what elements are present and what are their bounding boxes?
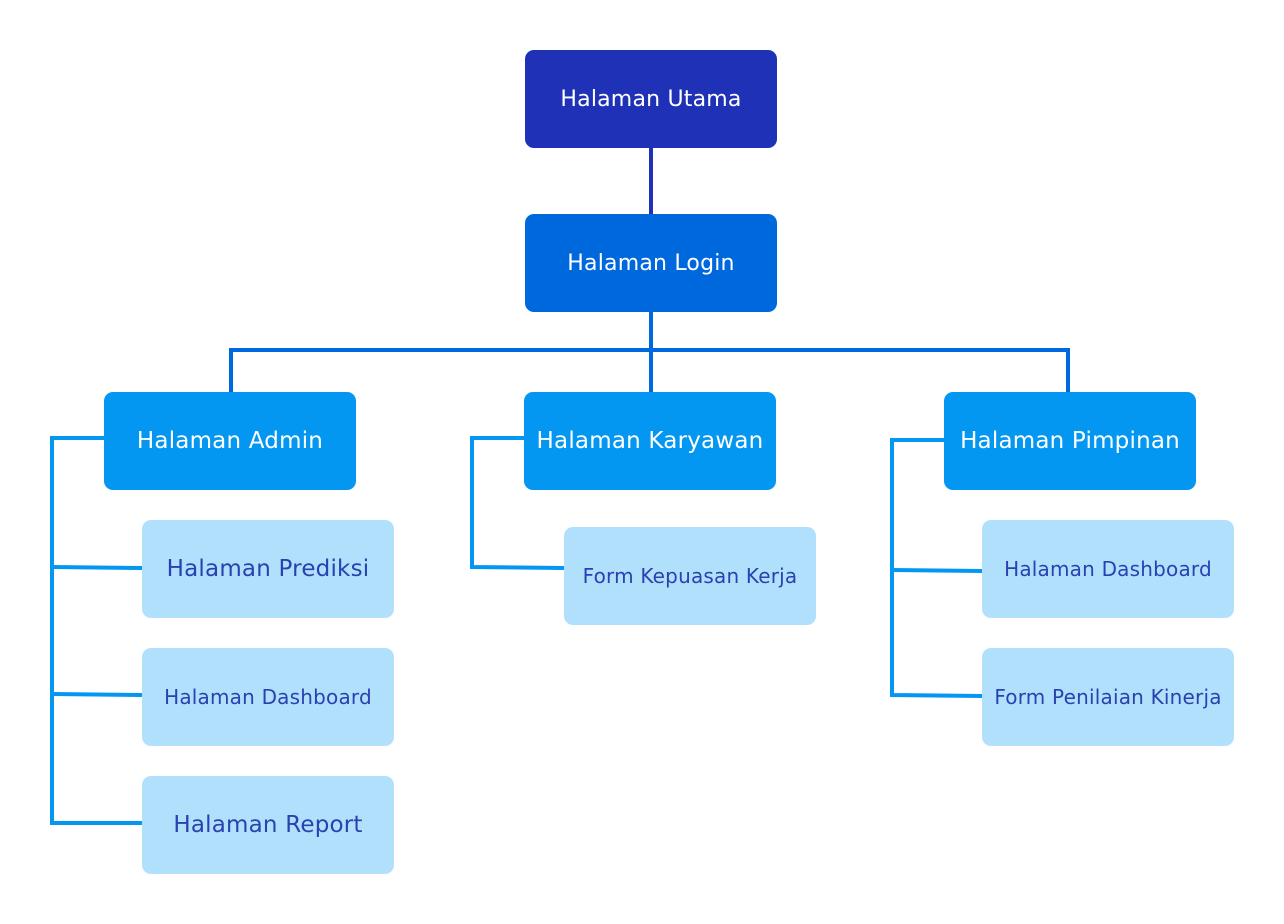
connector-admin-branch (50, 436, 142, 825)
node-karyawan-form-kepuasan: Form Kepuasan Kerja (564, 527, 816, 625)
connector-admin-dashboard (51, 692, 143, 697)
node-admin-prediksi: Halaman Prediksi (142, 520, 394, 618)
connector-pimpinan-branch (890, 438, 983, 698)
node-halaman-utama: Halaman Utama (525, 50, 777, 148)
connector-role-bus (229, 348, 1070, 392)
node-halaman-pimpinan: Halaman Pimpinan (944, 392, 1196, 490)
node-halaman-karyawan: Halaman Karyawan (524, 392, 776, 490)
node-pimpinan-dashboard: Halaman Dashboard (982, 520, 1234, 618)
connector-pimpinan-dashboard (891, 568, 983, 573)
connector-karyawan-branch (470, 436, 565, 570)
node-pimpinan-form-penilaian: Form Penilaian Kinerja (982, 648, 1234, 746)
connector-admin-prediksi (51, 565, 143, 570)
node-admin-report: Halaman Report (142, 776, 394, 874)
node-halaman-login: Halaman Login (525, 214, 777, 312)
node-admin-dashboard: Halaman Dashboard (142, 648, 394, 746)
node-halaman-admin: Halaman Admin (104, 392, 356, 490)
